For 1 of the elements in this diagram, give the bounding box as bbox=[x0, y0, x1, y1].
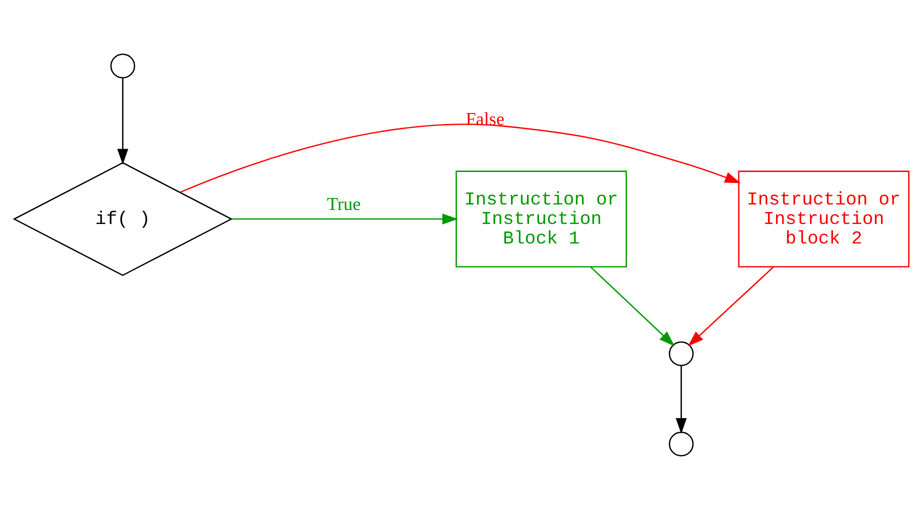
edge-label: True bbox=[326, 194, 361, 214]
